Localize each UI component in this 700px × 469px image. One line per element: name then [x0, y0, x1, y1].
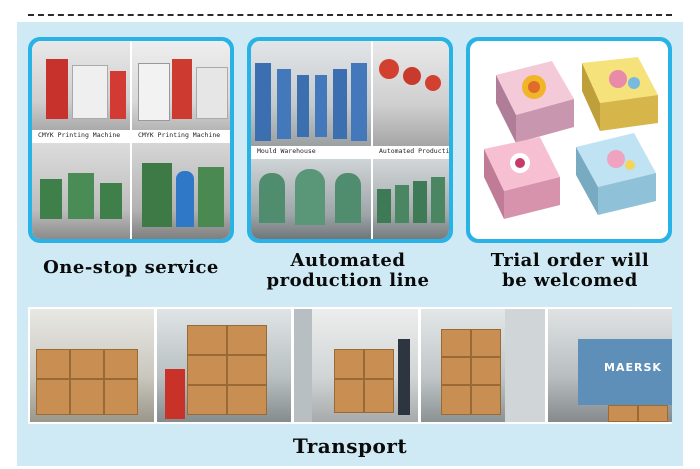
- tin-boxes-photo: [470, 41, 668, 239]
- printing-machine-photo: CMYK Printing Machine: [32, 41, 130, 141]
- automated-heading-line-2: production line: [266, 270, 430, 291]
- automated-production-photo: Automated Producti: [373, 41, 449, 157]
- workshop-machines-photo: [32, 143, 130, 239]
- trial-order-heading-line-2: be welcomed: [502, 270, 638, 291]
- loading-dock-photo: [421, 309, 545, 422]
- dashed-divider: [28, 14, 672, 16]
- worker-at-machine-photo: [132, 143, 230, 239]
- caption-mould-warehouse: Mould Warehouse: [251, 146, 371, 157]
- one-stop-service-photo-grid: CMYK Printing Machine CMYK Printing Mach…: [32, 41, 230, 239]
- trial-order-card: [466, 37, 672, 243]
- press-machines-photo: [251, 159, 371, 239]
- automated-production-photo-grid: Mould Warehouse Automated Producti: [251, 41, 449, 239]
- transport-heading: Transport: [292, 434, 408, 458]
- production-line-photo: [373, 159, 449, 239]
- maersk-truck-photo: MAERSK: [548, 309, 672, 422]
- forklift-loading-photo: [157, 309, 291, 422]
- automated-heading-line-1: Automated: [290, 250, 406, 271]
- tin-box-yellow: [582, 57, 658, 131]
- tin-box-lion: [496, 61, 574, 143]
- tin-boxes-illustration: [484, 57, 658, 219]
- printing-machine-photo: CMYK Printing Machine: [132, 41, 230, 141]
- warehouse-cartons-photo: [30, 309, 154, 422]
- caption-cmyk-printing-machine-2: CMYK Printing Machine: [132, 130, 230, 141]
- one-stop-service-heading: One-stop service: [43, 257, 219, 278]
- caption-automated-production: Automated Producti: [373, 146, 449, 157]
- tin-box-blue: [576, 133, 656, 215]
- transport-photo-strip: MAERSK: [28, 307, 672, 424]
- mould-warehouse-photo: Mould Warehouse: [251, 41, 371, 157]
- automated-production-card: Mould Warehouse Automated Producti: [247, 37, 453, 243]
- tin-box-pink: [484, 137, 560, 219]
- one-stop-service-card: CMYK Printing Machine CMYK Printing Mach…: [28, 37, 234, 243]
- truck-brand-text: MAERSK: [604, 361, 662, 374]
- caption-cmyk-printing-machine-1: CMYK Printing Machine: [32, 130, 130, 141]
- container-loading-photo: [294, 309, 418, 422]
- trial-order-heading-line-1: Trial order will: [490, 250, 650, 271]
